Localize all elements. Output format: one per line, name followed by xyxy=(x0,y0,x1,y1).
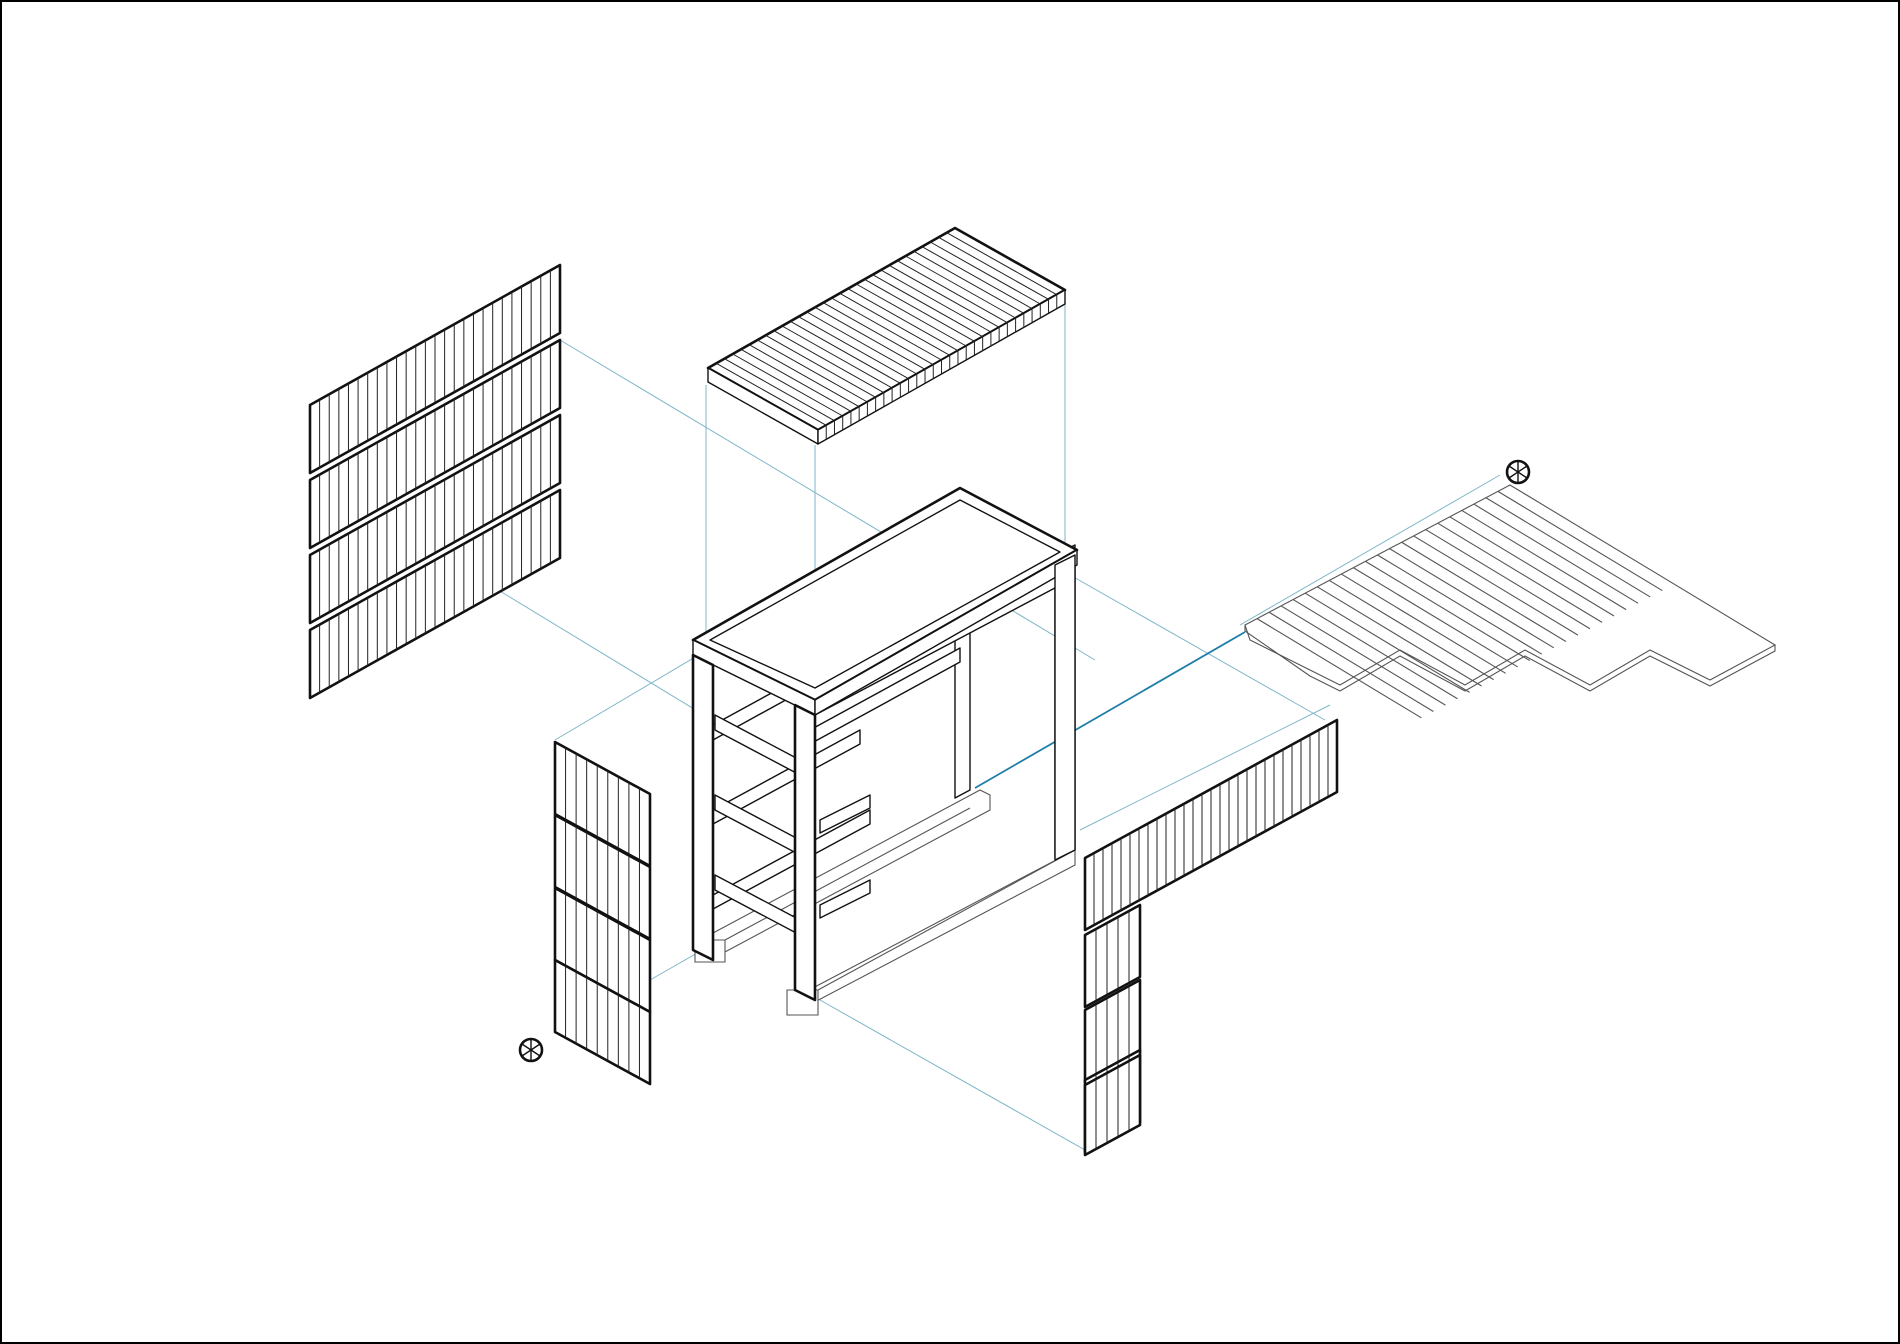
timber-frame xyxy=(691,486,1079,1016)
back-wall-panels xyxy=(308,263,562,700)
back-wall-panel xyxy=(308,338,562,550)
right-wall-panels xyxy=(1083,718,1339,1157)
back-wall-panel xyxy=(308,263,562,475)
roof-panel xyxy=(706,226,1067,445)
right-wall-panel xyxy=(1083,718,1339,932)
right-wall-panel xyxy=(1083,903,1142,1009)
left-wall-panel xyxy=(553,740,652,868)
north-arrow-icon xyxy=(518,1037,544,1063)
left-wall-panels xyxy=(553,740,652,1086)
north-arrow-icon xyxy=(1505,459,1531,485)
left-wall-panel xyxy=(553,958,652,1086)
right-wall-panel xyxy=(1083,1053,1142,1157)
floor-deck xyxy=(1244,484,1777,719)
back-wall-panel xyxy=(308,413,562,625)
back-wall-panel xyxy=(308,488,562,700)
